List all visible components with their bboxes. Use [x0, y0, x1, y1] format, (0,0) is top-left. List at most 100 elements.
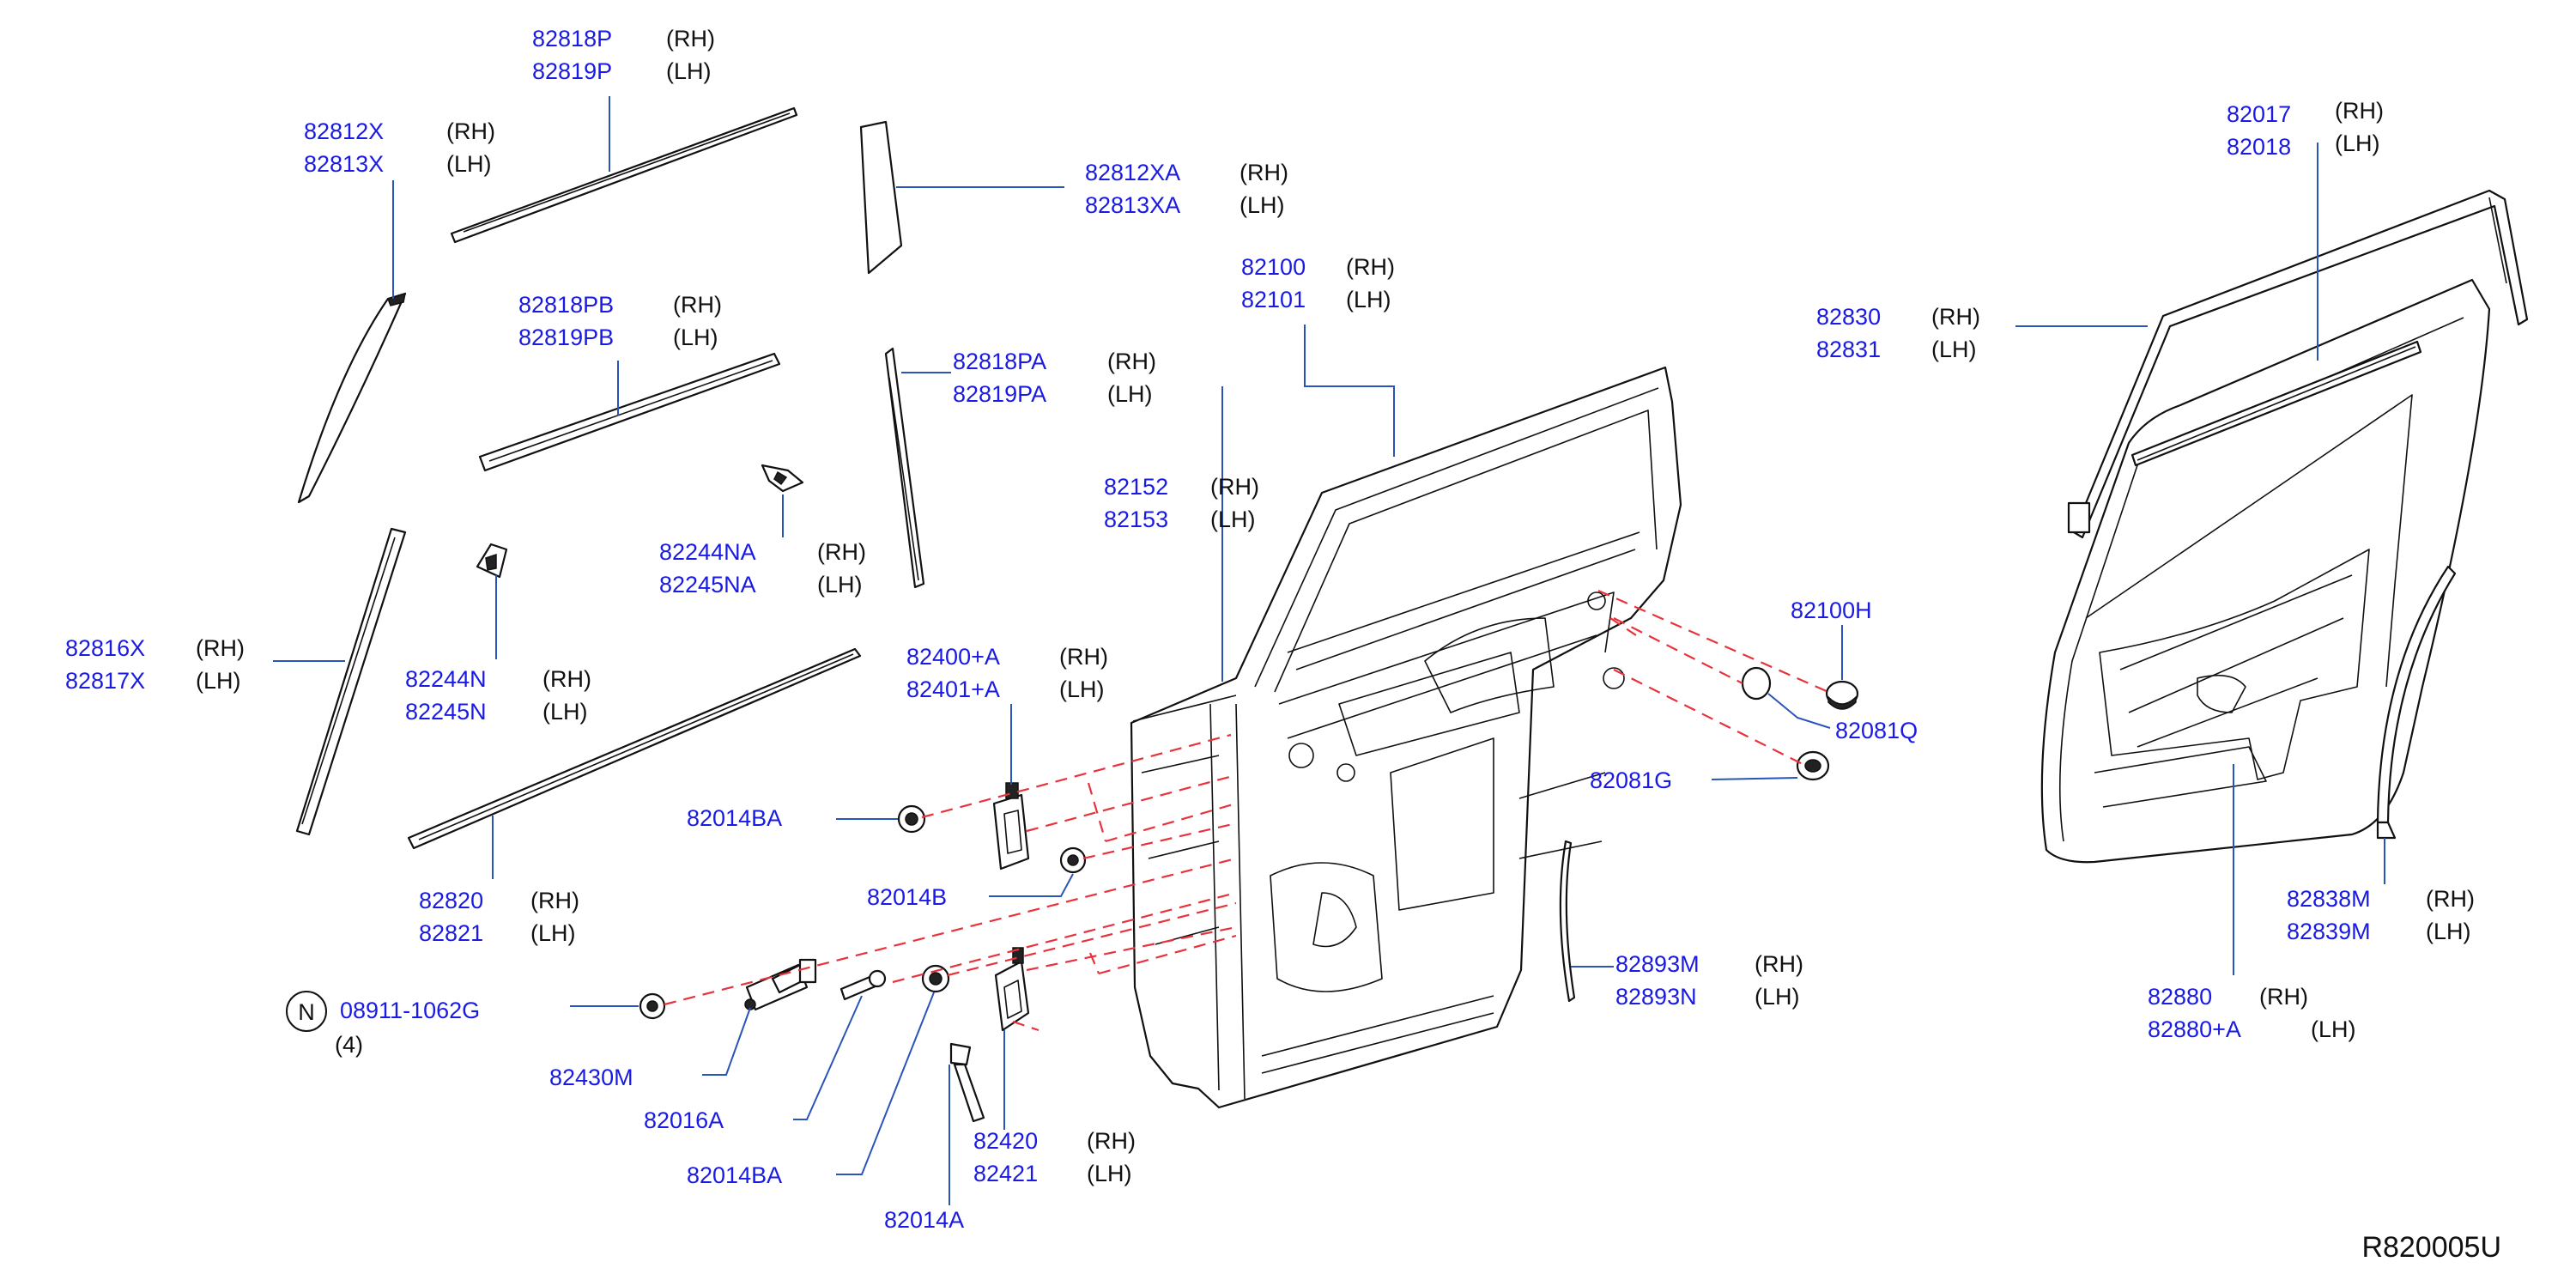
- svg-text:(LH): (LH): [1059, 676, 1105, 702]
- dashed-alignment-lines: [664, 589, 1829, 1032]
- svg-text:82420: 82420: [973, 1128, 1038, 1154]
- label-82100: 82100 82101 (RH) (LH): [1241, 254, 1395, 312]
- label-08911-1062G: N 08911-1062G (4): [286, 991, 480, 1058]
- label-82838M: 82838M 82839M (RH) (LH): [2287, 886, 2475, 944]
- svg-text:(RH): (RH): [673, 292, 722, 318]
- svg-text:82101: 82101: [1241, 287, 1306, 312]
- label-82420: 82420 82421 (RH) (LH): [973, 1128, 1136, 1186]
- svg-text:82812XA: 82812XA: [1085, 160, 1180, 185]
- svg-text:82017: 82017: [2227, 101, 2291, 127]
- svg-text:82820: 82820: [419, 888, 483, 913]
- label-82100H: 82100H: [1791, 598, 1872, 623]
- svg-text:(LH): (LH): [1210, 507, 1256, 532]
- svg-text:82100: 82100: [1241, 254, 1306, 280]
- svg-text:82818PB: 82818PB: [518, 292, 614, 318]
- label-82893: 82893M 82893N (RH) (LH): [1615, 951, 1803, 1010]
- svg-text:(LH): (LH): [1346, 287, 1391, 312]
- label-82081Q: 82081Q: [1835, 718, 1918, 743]
- label-82014A: 82014A: [884, 1207, 964, 1233]
- svg-text:(LH): (LH): [666, 58, 712, 84]
- svg-text:82838M: 82838M: [2287, 886, 2371, 912]
- svg-text:(RH): (RH): [196, 635, 245, 661]
- label-82081G: 82081G: [1590, 767, 1672, 793]
- label-82818PB: 82818PB 82819PB (RH) (LH): [518, 292, 722, 350]
- svg-text:82818P: 82818P: [532, 26, 612, 52]
- label-82430M: 82430M: [549, 1065, 633, 1090]
- svg-text:(LH): (LH): [1107, 381, 1153, 407]
- svg-text:82245N: 82245N: [405, 699, 487, 725]
- svg-text:(RH): (RH): [1107, 349, 1156, 374]
- label-82017: 82017 82018 (RH) (LH): [2227, 98, 2384, 160]
- svg-text:82831: 82831: [1816, 337, 1881, 362]
- part-82016A-bolt: [839, 969, 887, 1001]
- label-82880: 82880 82880+A (RH) (LH): [2148, 984, 2356, 1042]
- svg-text:(RH): (RH): [2259, 984, 2308, 1010]
- svg-text:(LH): (LH): [2426, 919, 2471, 944]
- svg-text:82821: 82821: [419, 920, 483, 946]
- svg-text:82818PA: 82818PA: [953, 349, 1046, 374]
- label-82152: 82152 82153 (RH) (LH): [1104, 474, 1259, 532]
- n-badge-letter: N: [298, 999, 315, 1025]
- svg-text:(RH): (RH): [1210, 474, 1259, 500]
- part-82818PB-molding: [478, 352, 781, 472]
- svg-text:82816X: 82816X: [65, 635, 145, 661]
- svg-text:(RH): (RH): [1240, 160, 1288, 185]
- leader-lines: [273, 96, 2385, 1205]
- svg-text:82880: 82880: [2148, 984, 2212, 1010]
- part-82244NA-clip: [761, 464, 804, 493]
- svg-text:82812X: 82812X: [304, 118, 384, 144]
- svg-text:(LH): (LH): [817, 572, 863, 598]
- svg-text:82244NA: 82244NA: [659, 539, 756, 565]
- svg-text:82830: 82830: [1816, 304, 1881, 330]
- svg-text:(RH): (RH): [2426, 886, 2475, 912]
- svg-text:82018: 82018: [2227, 134, 2291, 160]
- part-82812X-garnish: [297, 292, 407, 504]
- svg-text:(LH): (LH): [2335, 130, 2380, 156]
- quantity: (4): [335, 1032, 363, 1058]
- svg-text:(LH): (LH): [2311, 1016, 2356, 1042]
- svg-text:(RH): (RH): [542, 666, 591, 692]
- part-82820-molding: [407, 647, 862, 850]
- part-82081Q-seal: [1741, 666, 1772, 701]
- part-82812XA-garnish: [859, 120, 903, 275]
- svg-text:(LH): (LH): [673, 325, 718, 350]
- svg-text:(LH): (LH): [446, 151, 492, 177]
- label-82400A: 82400+A 82401+A (RH) (LH): [906, 644, 1108, 702]
- part-82838M-strip: [2376, 565, 2457, 840]
- part-82893-strip: [1559, 840, 1576, 1003]
- part-82081G-grommet: [1796, 750, 1830, 781]
- svg-text:(LH): (LH): [542, 699, 588, 725]
- nut-82014BA-upper: [897, 804, 926, 834]
- part-number-08911: 08911-1062G: [340, 998, 480, 1023]
- part-82818P-molding: [450, 106, 798, 244]
- svg-text:(RH): (RH): [2335, 98, 2384, 124]
- svg-text:82153: 82153: [1104, 507, 1168, 532]
- svg-text:82401+A: 82401+A: [906, 676, 1000, 702]
- svg-text:82421: 82421: [973, 1161, 1038, 1186]
- svg-text:(RH): (RH): [530, 888, 579, 913]
- nut-82014BA-lower: [921, 964, 950, 993]
- svg-text:82893N: 82893N: [1615, 984, 1697, 1010]
- part-82244N-clip: [476, 543, 508, 579]
- svg-text:(RH): (RH): [1059, 644, 1108, 670]
- svg-text:82819PA: 82819PA: [953, 381, 1046, 407]
- svg-text:(LH): (LH): [530, 920, 576, 946]
- label-82830: 82830 82831 (RH) (LH): [1816, 304, 1980, 362]
- part-82100H-plug: [1825, 680, 1859, 710]
- label-82820: 82820 82821 (RH) (LH): [419, 888, 579, 946]
- svg-text:82819P: 82819P: [532, 58, 612, 84]
- svg-text:82400+A: 82400+A: [906, 644, 1000, 670]
- part-82420-hinge: [994, 947, 1030, 1032]
- svg-text:(RH): (RH): [1346, 254, 1395, 280]
- svg-text:82880+A: 82880+A: [2148, 1016, 2241, 1042]
- part-82430M-door-check: [744, 958, 817, 1011]
- svg-text:82245NA: 82245NA: [659, 572, 756, 598]
- label-82014B: 82014B: [867, 884, 947, 910]
- svg-text:(RH): (RH): [1931, 304, 1980, 330]
- n-badge: [286, 991, 327, 1032]
- label-82244NA: 82244NA 82245NA (RH) (LH): [659, 539, 866, 598]
- label-82818PA: 82818PA 82819PA (RH) (LH): [953, 349, 1156, 407]
- part-82014A-bolt: [949, 1042, 985, 1123]
- label-82014BA-lower: 82014BA: [687, 1162, 782, 1188]
